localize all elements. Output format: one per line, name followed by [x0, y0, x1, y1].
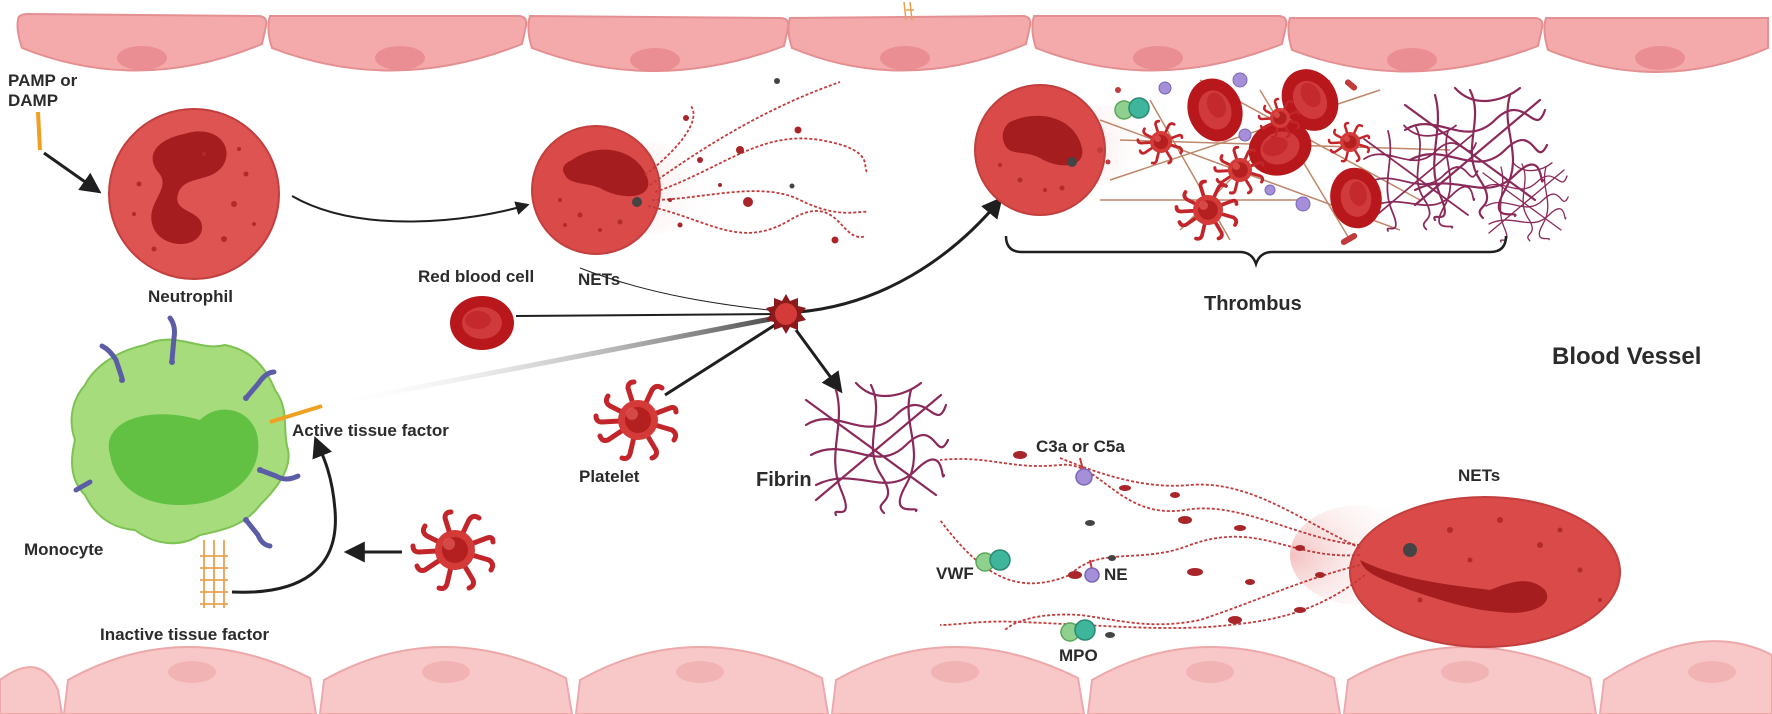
- nets-top-label: NETs: [578, 270, 620, 289]
- active-tissue-factor-label: Active tissue factor: [292, 421, 449, 440]
- vwf-protein-icon: [975, 549, 1011, 572]
- neutrophil-label: Neutrophil: [148, 287, 233, 306]
- ne-label: NE: [1104, 565, 1128, 584]
- platelet-lower-icon: [413, 512, 493, 589]
- fibrin-label: Fibrin: [756, 469, 812, 491]
- nets-bottom-icon: [939, 451, 1621, 648]
- mpo-label: MPO: [1059, 646, 1098, 665]
- inactive-tissue-factor-label: Inactive tissue factor: [100, 625, 270, 644]
- platelet-icon: [596, 382, 676, 459]
- thrombus-brace: [1004, 235, 1508, 268]
- netosing-neutrophil-icon: [531, 78, 869, 255]
- c3a-c5a-protein-icon: [1075, 468, 1093, 486]
- activated-platelet-icon: [766, 294, 806, 334]
- c3a-c5a-label: C3a or C5a: [1036, 437, 1125, 456]
- active-tissue-factor-icon: [269, 404, 323, 424]
- vwf-label: VWF: [936, 564, 974, 583]
- pamp-label-line1: PAMP or: [8, 71, 78, 90]
- red-blood-cell-label: Red blood cell: [418, 267, 534, 286]
- mpo-protein-icon: [1060, 619, 1096, 642]
- fibrin-mesh-icon: [804, 381, 950, 517]
- endothelium-top: [16, 1, 1769, 73]
- thrombus-icon: [1097, 58, 1569, 245]
- platelet-label: Platelet: [579, 467, 640, 486]
- activation-arrow: [291, 195, 530, 223]
- monocyte-label: Monocyte: [24, 540, 103, 559]
- connection-lines: [325, 196, 1003, 408]
- blood-vessel-label: Blood Vessel: [1552, 343, 1701, 370]
- pamp-arrow: [43, 151, 102, 194]
- thrombus-neutrophil-icon: [974, 84, 1155, 216]
- pamp-molecule-icon: [36, 111, 42, 151]
- inactive-tissue-factor-icon: [200, 540, 228, 608]
- c3a-c5a-icon: [1079, 457, 1084, 471]
- red-blood-cell-icon: [450, 296, 514, 350]
- ne-protein-icon: [1084, 567, 1100, 583]
- thrombus-label: Thrombus: [1204, 293, 1302, 315]
- neutrophil-icon: [108, 108, 280, 280]
- pamp-label-line2: DAMP: [8, 91, 58, 110]
- tissue-factor-activation-arrow: [231, 436, 337, 594]
- endothelium-bottom: [0, 640, 1772, 714]
- nets-bottom-label: NETs: [1458, 466, 1500, 485]
- monocyte-icon: [70, 315, 301, 549]
